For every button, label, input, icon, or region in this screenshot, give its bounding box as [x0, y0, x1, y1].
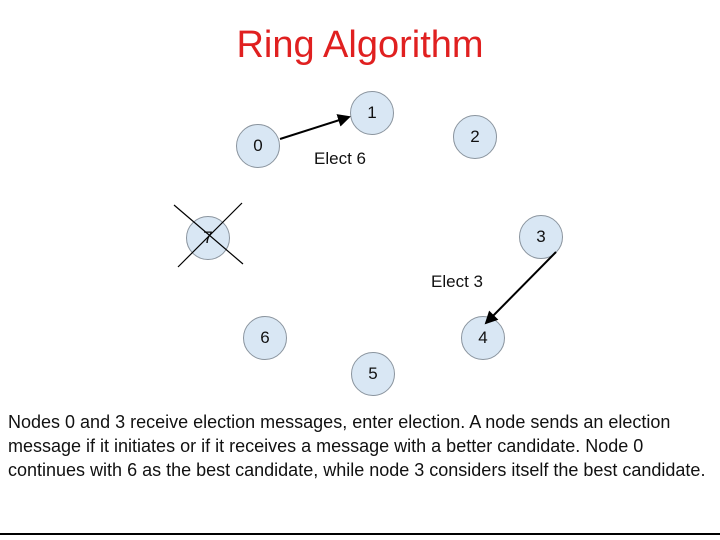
- node-3: 3: [519, 215, 563, 259]
- node-7-failed: 7: [186, 216, 230, 260]
- message-label-elect-6: Elect 6: [314, 149, 366, 168]
- message-label-elect-3: Elect 3: [431, 272, 483, 291]
- node-1: 1: [350, 91, 394, 135]
- arrow-0-to-1: [279, 114, 351, 140]
- node-2: 2: [453, 115, 497, 159]
- arrow-3-to-4: [484, 251, 557, 325]
- bottom-border-line: [0, 533, 720, 535]
- slide-title: Ring Algorithm: [236, 24, 484, 66]
- node-5: 5: [351, 352, 395, 396]
- node-4: 4: [461, 316, 505, 360]
- node-6: 6: [243, 316, 287, 360]
- caption-text: Nodes 0 and 3 receive election messages,…: [8, 412, 706, 480]
- node-0: 0: [236, 124, 280, 168]
